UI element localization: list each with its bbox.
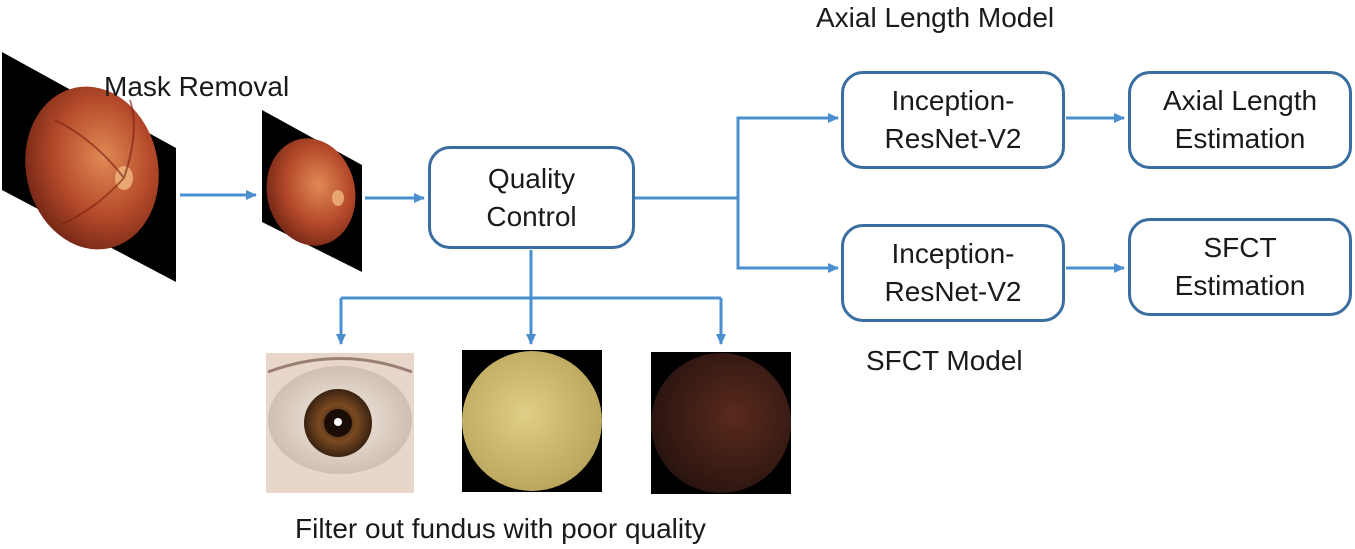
rejected-eye-image [266, 353, 414, 493]
connector-arrows [180, 113, 1125, 345]
inception-top-line1: Inception- [891, 85, 1015, 117]
rejected-yellow-fundus-image [462, 350, 602, 492]
mask-removal-label: Mask Removal [104, 71, 290, 102]
rejected-dark-fundus-image [651, 352, 791, 494]
sfct-model-label: SFCT Model [866, 345, 1023, 376]
quality-control-box: Quality Control [428, 146, 635, 249]
sfct-estimation-line2: Estimation [1174, 270, 1306, 301]
sfct-estimation-line1: SFCT [1203, 232, 1277, 264]
axial-estimation-line2: Estimation [1174, 123, 1306, 154]
inception-resnet-top-box: Inception- ResNet-V2 [841, 71, 1065, 169]
quality-control-line2: Control [486, 200, 577, 232]
axial-length-estimation-box: Axial Length Estimation [1128, 71, 1352, 169]
fundus-original-image [2, 52, 176, 282]
inception-bottom-line2: ResNet-V2 [884, 276, 1022, 307]
filter-caption: Filter out fundus with poor quality [295, 513, 706, 544]
quality-control-line1: Quality [487, 162, 576, 194]
axial-estimation-line1: Axial Length [1162, 85, 1318, 117]
axial-length-model-label: Axial Length Model [816, 2, 1055, 33]
fundus-masked-image [262, 110, 362, 272]
inception-bottom-line1: Inception- [891, 238, 1015, 270]
inception-top-line2: ResNet-V2 [884, 123, 1022, 154]
sfct-estimation-box: SFCT Estimation [1128, 218, 1352, 316]
inception-resnet-bottom-box: Inception- ResNet-V2 [841, 224, 1065, 322]
